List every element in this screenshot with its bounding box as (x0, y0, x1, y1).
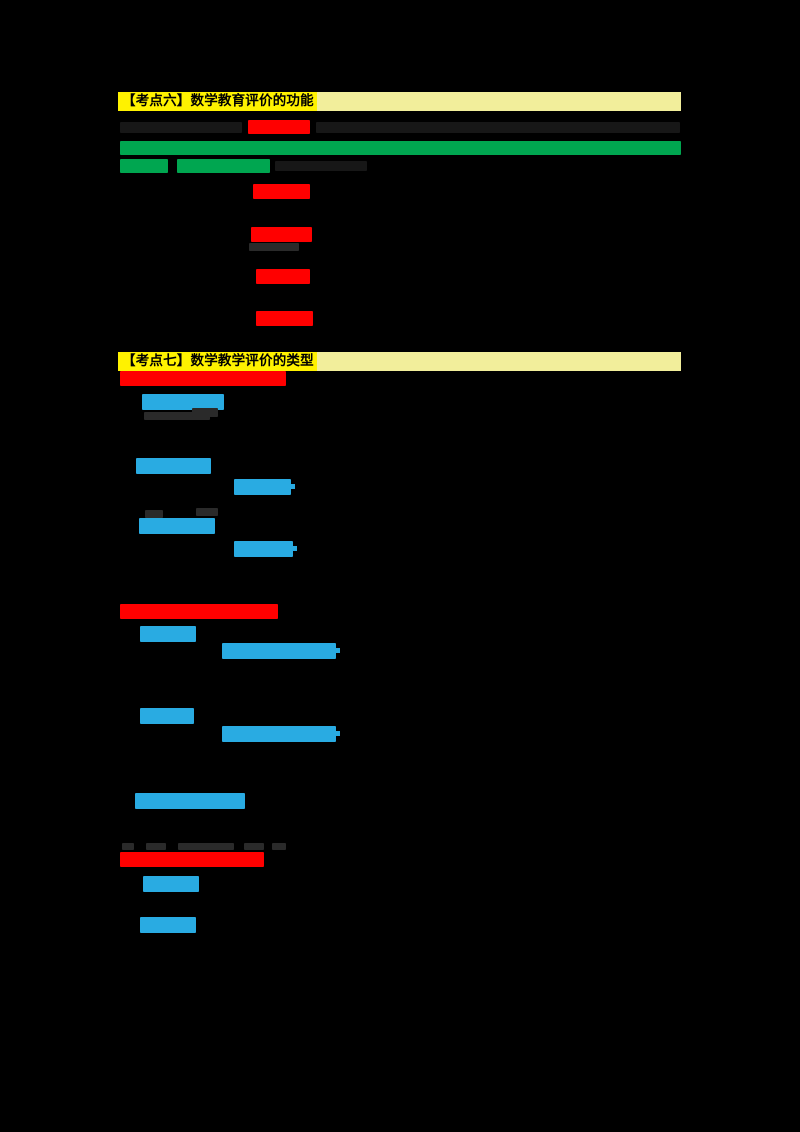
list-item-1-3[interactable] (234, 479, 291, 495)
list-item-2-3[interactable] (140, 708, 194, 724)
list-item-1-5[interactable] (234, 541, 293, 557)
list-item-1-1[interactable] (142, 394, 224, 410)
function-item-3 (256, 269, 310, 284)
list-item-2-2[interactable] (222, 643, 336, 659)
body-secondary-text-2 (316, 122, 680, 133)
list-item-connector-icon (336, 731, 340, 736)
body-secondary-text-1 (120, 122, 242, 133)
list-item-connector-icon (336, 648, 340, 653)
list-item-2-5[interactable] (135, 793, 245, 809)
list-item-connector-icon (291, 484, 295, 489)
section-header-title: 【考点六】数学教育评价的功能 (118, 92, 317, 111)
section-header-section-six: 【考点六】数学教育评价的功能 (118, 92, 681, 111)
group-annotation-1-2 (192, 408, 218, 417)
group-annotation-1-3 (145, 510, 163, 518)
list-item-2-4[interactable] (222, 726, 336, 742)
group-heading-2 (120, 604, 278, 619)
group-heading-1 (120, 371, 286, 386)
function-item-note-1 (249, 243, 299, 251)
list-item-connector-icon (293, 546, 297, 551)
list-item-3-2[interactable] (140, 917, 196, 933)
group-annotation-3-1 (122, 843, 134, 850)
body-paragraph-line-2 (120, 159, 168, 173)
function-item-1 (253, 184, 310, 199)
section-header-title: 【考点七】数学教学评价的类型 (118, 352, 317, 371)
body-secondary-text-3 (275, 161, 367, 171)
body-lead-phrase (248, 120, 310, 134)
section-header-section-seven: 【考点七】数学教学评价的类型 (118, 352, 681, 371)
group-annotation-3-2 (146, 843, 166, 850)
section-header-highlight-tail (316, 92, 681, 111)
list-item-2-1[interactable] (140, 626, 196, 642)
body-paragraph-line-3 (177, 159, 270, 173)
list-item-1-4[interactable] (139, 518, 215, 534)
group-annotation-1-4 (196, 508, 218, 516)
group-annotation-3-4 (244, 843, 264, 850)
group-heading-3 (120, 852, 264, 867)
body-paragraph-line-1 (120, 141, 681, 155)
list-item-3-1[interactable] (143, 876, 199, 892)
function-item-2 (251, 227, 312, 242)
section-header-highlight-tail (316, 352, 681, 371)
group-annotation-1-1 (144, 412, 210, 420)
group-annotation-3-5 (272, 843, 286, 850)
group-annotation-3-3 (178, 843, 234, 850)
function-item-4 (256, 311, 313, 326)
list-item-1-2[interactable] (136, 458, 211, 474)
